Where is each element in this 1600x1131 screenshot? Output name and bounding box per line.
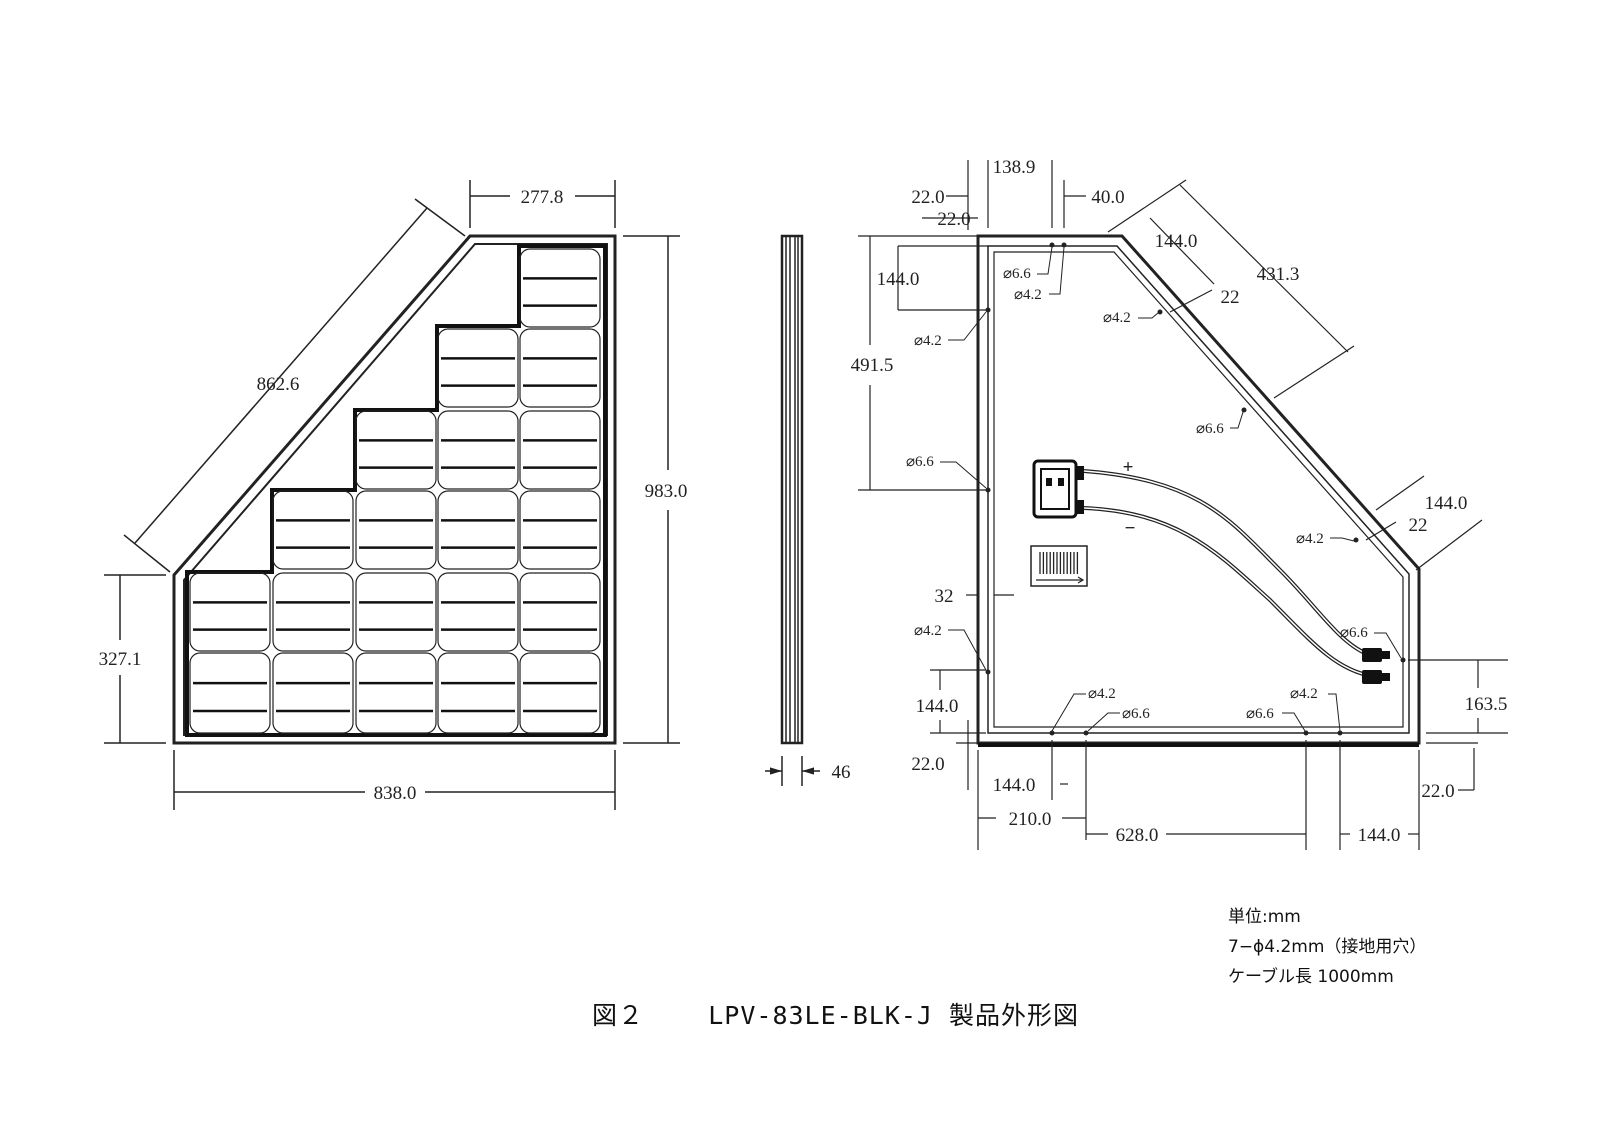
- solar-cell: [437, 572, 519, 652]
- solar-cell: [437, 410, 519, 490]
- solar-cells: [189, 248, 601, 734]
- dim-138-9: 138.9: [993, 157, 1036, 178]
- solar-cell: [519, 652, 601, 734]
- hole-label-4-2: ⌀4.2: [914, 333, 942, 349]
- dim-32: 32: [935, 586, 954, 607]
- solar-cell: [519, 248, 601, 328]
- dim-431-3: 431.3: [1257, 264, 1300, 285]
- hole-label-6-6: ⌀6.6: [1246, 706, 1274, 722]
- dim-144-0: 144.0: [1425, 493, 1468, 514]
- dim-22: 22: [1409, 515, 1428, 536]
- dim-22-0: 22.0: [911, 754, 944, 775]
- connectors: [1362, 648, 1390, 684]
- hole-label-4-2: ⌀4.2: [914, 623, 942, 639]
- dim-40-0: 40.0: [1091, 187, 1124, 208]
- front-frame-outer: [172, 234, 617, 745]
- solar-cell: [355, 490, 437, 570]
- dim-144-0: 144.0: [877, 269, 920, 290]
- figure-number: 図２: [592, 1001, 645, 1030]
- solar-cell: [355, 572, 437, 652]
- hole-label-6-6: ⌀6.6: [1340, 625, 1368, 641]
- solar-cell: [519, 328, 601, 408]
- dim-diagonal: 862.6: [257, 374, 300, 395]
- dim-22-0: 22.0: [911, 187, 944, 208]
- solar-cell: [355, 410, 437, 490]
- dim-144-0: 144.0: [916, 696, 959, 717]
- cable-note: ケーブル長 1000mm: [1228, 967, 1394, 987]
- solar-cell: [519, 490, 601, 570]
- solar-cell: [437, 652, 519, 734]
- solar-cell: [272, 490, 354, 570]
- holes-note: 7−ϕ4.2mm（接地用穴）: [1228, 937, 1427, 957]
- figure-title: LPV-83LE-BLK-J 製品外形図: [708, 1001, 1080, 1030]
- hole-label-4-2: ⌀4.2: [1290, 686, 1318, 702]
- solar-cell: [519, 410, 601, 490]
- hole-label-4-2: ⌀4.2: [1296, 531, 1324, 547]
- hole-label-6-6: ⌀6.6: [1122, 706, 1150, 722]
- hole-callouts: ⌀6.6 ⌀4.2 ⌀4.2 ⌀6.6 ⌀4.2 ⌀4.2 ⌀6.6 ⌀4.2 …: [906, 246, 1402, 732]
- dim-210-0: 210.0: [1009, 809, 1052, 830]
- hole-label-6-6: ⌀6.6: [1003, 266, 1031, 282]
- hole-label-6-6: ⌀6.6: [906, 454, 934, 470]
- hole-label-4-2: ⌀4.2: [1088, 686, 1116, 702]
- figure-caption: 図２ LPV-83LE-BLK-J 製品外形図: [592, 996, 1079, 1032]
- dim-bottom-width: 838.0: [374, 783, 417, 804]
- hole-label-4-2: ⌀4.2: [1103, 310, 1131, 326]
- dim-22-0: 22.0: [1421, 781, 1454, 802]
- hole-label-6-6: ⌀6.6: [1196, 421, 1224, 437]
- back-frame-inner: [987, 245, 1410, 734]
- solar-cell: [437, 490, 519, 570]
- unit-note: 単位:mm: [1228, 907, 1301, 927]
- solar-cell: [519, 572, 601, 652]
- dim-163-5: 163.5: [1465, 694, 1508, 715]
- front-view: 277.8 862.6 983.0 327.1 838.0: [99, 180, 688, 810]
- solar-cell: [437, 328, 519, 408]
- mounting-holes: [985, 242, 1406, 736]
- side-view: 46: [765, 234, 851, 786]
- solar-cell: [272, 652, 354, 734]
- dim-top-width: 277.8: [521, 187, 564, 208]
- dim-22: 22: [1221, 287, 1240, 308]
- dim-22-0: 22.0: [937, 209, 970, 230]
- plus-sign: +: [1123, 457, 1134, 478]
- dim-628-0: 628.0: [1116, 825, 1159, 846]
- hole-label-4-2: ⌀4.2: [1014, 287, 1042, 303]
- dim-144-0: 144.0: [993, 775, 1036, 796]
- back-view: + − ⌀6.6 ⌀4.2: [851, 157, 1508, 850]
- solar-cell: [189, 652, 271, 734]
- label-plate: [1030, 545, 1088, 587]
- dim-thickness: 46: [832, 762, 851, 783]
- solar-cell: [355, 652, 437, 734]
- cell-area-outline: [185, 244, 607, 737]
- dim-144-0: 144.0: [1155, 231, 1198, 252]
- minus-sign: −: [1125, 518, 1136, 539]
- solar-cell: [189, 572, 271, 652]
- back-frame-outer: [976, 234, 1421, 745]
- solar-cell: [272, 572, 354, 652]
- dim-491-5: 491.5: [851, 355, 894, 376]
- dim-height: 983.0: [645, 481, 688, 502]
- junction-box: [1032, 459, 1084, 519]
- dim-144-0: 144.0: [1358, 825, 1401, 846]
- dim-lower-height: 327.1: [99, 649, 142, 670]
